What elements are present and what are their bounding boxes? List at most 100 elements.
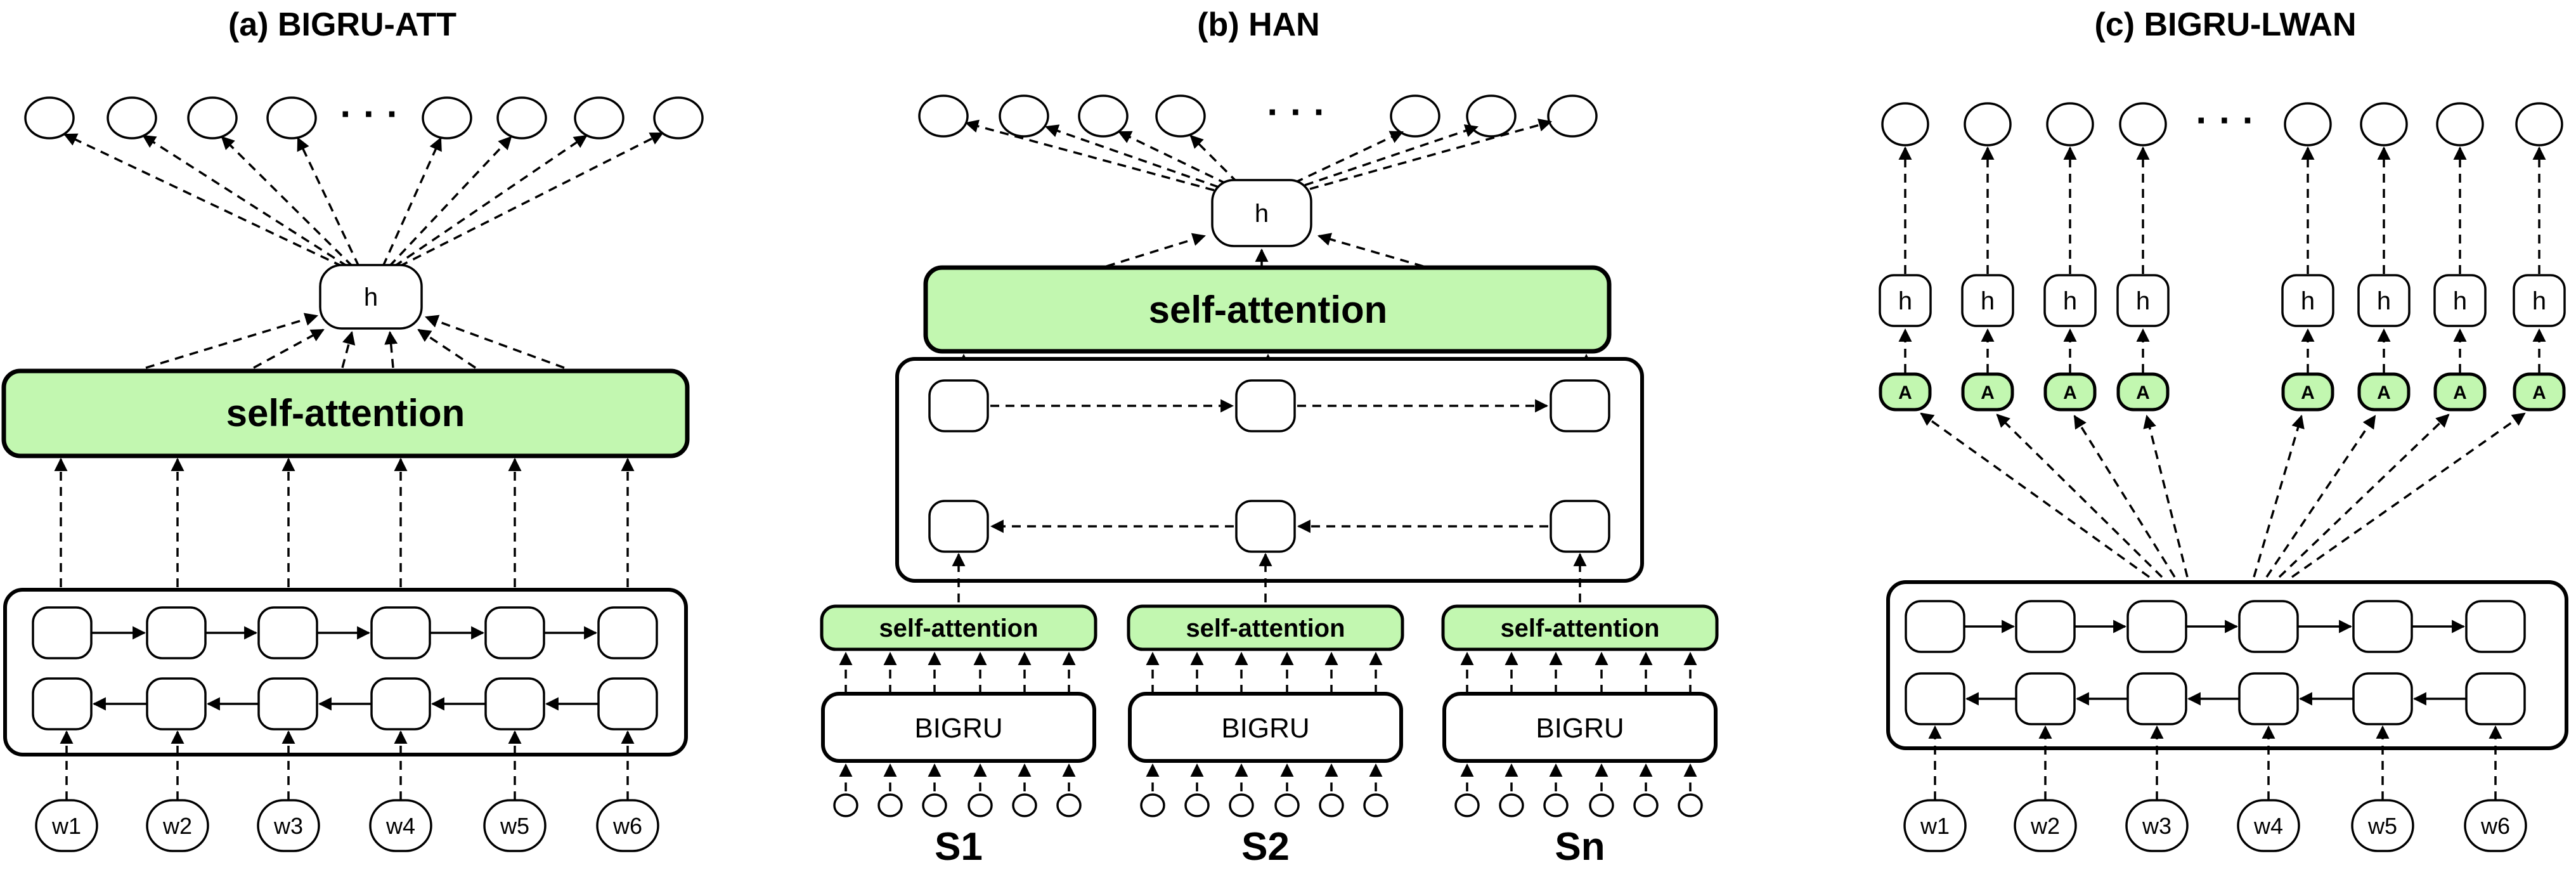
output-node <box>1155 94 1206 138</box>
hidden-node <box>319 264 423 330</box>
word-node <box>1678 793 1703 817</box>
backward-gru-cell <box>257 677 318 730</box>
word-input-arrows <box>839 763 1076 791</box>
backward-gru-cell <box>32 677 93 730</box>
panel-a-attention-arrows <box>145 313 565 369</box>
label-hidden-label: h <box>2532 287 2546 315</box>
panel-c-title: (c) BIGRU-LWAN <box>2094 6 2356 43</box>
label-hidden-label: h <box>2136 287 2150 315</box>
sentence-encoder-s1: self-attention BIGRU <box>820 604 1097 869</box>
word-input-node <box>2014 799 2077 852</box>
panel-c-output-nodes <box>1881 102 2563 146</box>
label-column: h A <box>2357 146 2411 412</box>
document-self-attention-block <box>923 265 1612 354</box>
word-attention-arrows <box>1146 651 1383 694</box>
sentence-label: Sn <box>1555 825 1605 869</box>
panel-b-sentence-gru-cells <box>928 379 1610 553</box>
panel-c: (c) BIGRU-LWAN · · · h A <box>1879 6 2568 852</box>
label-attention-node <box>2357 372 2411 412</box>
word-input-label: w2 <box>2030 813 2060 839</box>
word-input-label: w4 <box>2253 813 2283 839</box>
sentence-label: S1 <box>935 825 983 869</box>
word-input-node <box>369 799 432 852</box>
output-node <box>1466 94 1517 138</box>
sentence-encoder-sn: self-attention BIGRU <box>1441 604 1719 869</box>
word-bigru-box <box>1128 692 1403 763</box>
word-node <box>1633 793 1659 817</box>
label-attention-label: A <box>2532 382 2546 403</box>
panel-a-encoder-arrows <box>54 457 635 602</box>
word-input-node <box>146 799 209 852</box>
label-hidden-node <box>2281 274 2334 327</box>
sentence-encoder-s2: self-attention BIGRU <box>1127 604 1404 869</box>
output-node <box>2436 102 2484 146</box>
word-node <box>968 793 993 817</box>
backward-gru-cell <box>2465 672 2526 725</box>
word-input-node <box>35 799 98 852</box>
word-input-label: w5 <box>500 813 529 839</box>
word-input-nodes <box>833 793 1082 817</box>
hidden-label: h <box>1255 200 1269 228</box>
label-hidden-node <box>2043 274 2097 327</box>
self-attention-label: self-attention <box>1149 289 1388 331</box>
word-bigru-box <box>1442 692 1718 763</box>
forward-gru-cell <box>1235 379 1296 432</box>
word-self-attention-block <box>1127 604 1404 651</box>
label-hidden-label: h <box>2301 287 2315 315</box>
word-node <box>1454 793 1480 817</box>
backward-gru-cell <box>484 677 545 730</box>
word-input-node <box>1903 799 1967 852</box>
word-input-label: w1 <box>1920 813 1950 839</box>
word-input-node <box>2351 799 2414 852</box>
panel-b-output-arrows <box>964 118 1553 192</box>
word-attention-arrows <box>839 651 1076 694</box>
label-attention-node <box>2513 372 2566 412</box>
panel-b-sentence-vector-arrows <box>952 552 1587 602</box>
label-wise-columns: h A h A h A <box>1879 146 2566 412</box>
backward-gru-cell <box>146 677 207 730</box>
panel-a-title: (a) BIGRU-ATT <box>228 6 456 43</box>
word-node <box>1319 793 1344 817</box>
panel-b-recurrent-arrows <box>990 399 1549 533</box>
backward-gru-cell <box>2352 672 2413 725</box>
label-attention-label: A <box>1898 382 1912 403</box>
panel-a: (a) BIGRU-ATT · · · h <box>1 6 704 852</box>
forward-gru-cell <box>1550 379 1610 432</box>
label-attention-node <box>1879 372 1932 412</box>
label-attention-node <box>2043 372 2097 412</box>
word-input-label: w2 <box>162 813 192 839</box>
word-node <box>877 793 903 817</box>
word-input-label: w1 <box>51 813 81 839</box>
label-column: h A <box>2043 146 2097 412</box>
self-attention-label: self-attention <box>226 392 465 434</box>
backward-gru-cell <box>2238 672 2299 725</box>
word-node <box>1184 793 1210 817</box>
panel-a-inputs: w1 w2 w3 w4 w5 w6 <box>35 799 659 852</box>
label-attention-label: A <box>2136 382 2150 403</box>
forward-gru-cell <box>928 379 989 432</box>
label-attention-label: A <box>2453 382 2467 403</box>
panel-a-recurrent-arrows <box>91 626 599 711</box>
output-node <box>2284 102 2332 146</box>
label-attention-label: A <box>1981 382 1995 403</box>
output-node <box>1881 102 1929 146</box>
word-node <box>1229 793 1254 817</box>
output-node <box>107 96 157 140</box>
word-node <box>1589 793 1614 817</box>
output-node <box>653 96 704 140</box>
panel-a-input-arrows <box>60 730 635 800</box>
word-node <box>1056 793 1082 817</box>
output-node <box>422 96 472 140</box>
label-attention-node <box>2433 372 2487 412</box>
ellipsis: · · · <box>1267 91 1326 133</box>
word-bigru-label: BIGRU <box>914 713 1002 744</box>
bigru-encoder-box <box>3 588 688 756</box>
word-input-node <box>2125 799 2189 852</box>
word-input-nodes <box>1140 793 1388 817</box>
output-node <box>918 94 969 138</box>
label-hidden-node <box>2513 274 2566 327</box>
label-hidden-node <box>2433 274 2487 327</box>
output-node <box>2360 102 2408 146</box>
output-node <box>1964 102 2012 146</box>
